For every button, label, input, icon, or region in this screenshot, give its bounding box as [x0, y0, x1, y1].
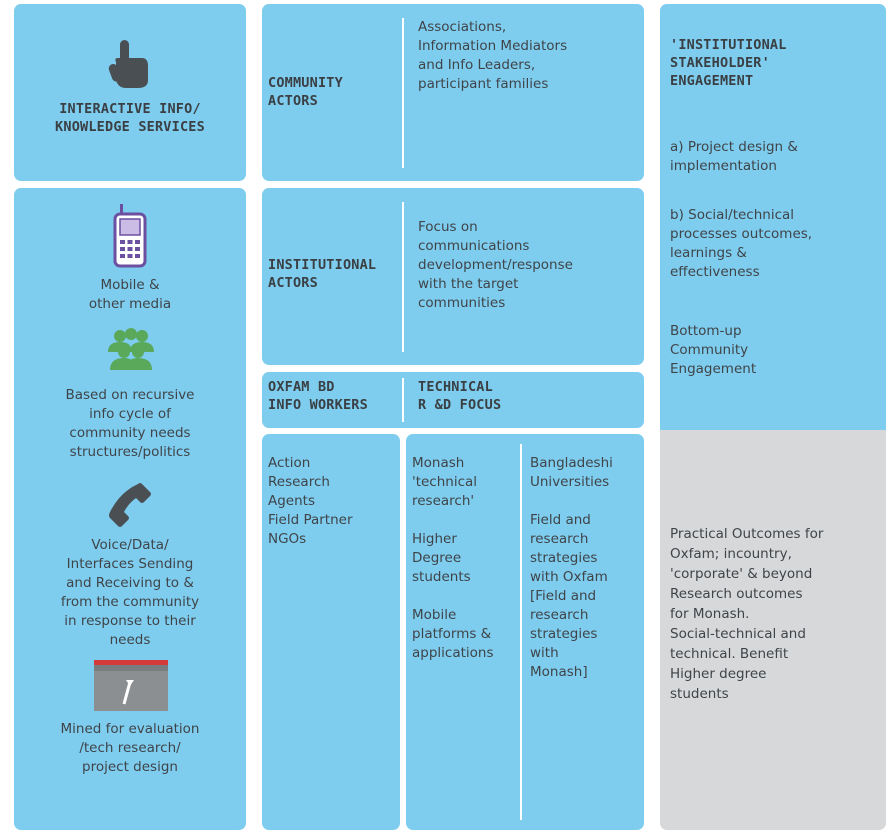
stakeholder-engagement-title: 'INSTITUTIONAL STAKEHOLDER' ENGAGEMENT: [670, 37, 787, 89]
recursive-cycle-label: Based on recursive info cycle of communi…: [65, 387, 195, 460]
mobile-media-label: Mobile & other media: [88, 277, 172, 312]
oxfam-info-workers-title: OXFAM BD INFO WORKERS: [268, 379, 368, 413]
stakeholder-blue-section: [660, 4, 886, 430]
mined-evaluation-label: Mined for evaluation /tech research/ pro…: [60, 721, 200, 775]
panel-community-actors: COMMUNITY ACTORS Associations, Informati…: [262, 4, 644, 181]
community-divider: [402, 18, 404, 168]
bottom-up-engagement: Bottom-up Community Engagement: [670, 323, 757, 377]
monash-research-text: Monash 'technical research' Higher Degre…: [412, 455, 494, 661]
oxfam-divider: [402, 378, 404, 422]
bangladeshi-universities-text: Bangladeshi Universities Field and resea…: [530, 455, 613, 680]
project-design-item: a) Project design & implementation: [670, 139, 798, 174]
toolbox-icon: [92, 660, 170, 712]
social-technical-item: b) Social/technical processes outcomes, …: [670, 207, 813, 280]
institutional-actors-title: INSTITUTIONAL ACTORS: [268, 257, 377, 291]
panel-action-research: Action Research Agents Field Partner NGO…: [262, 434, 400, 830]
panel-oxfam-info-workers: OXFAM BD INFO WORKERS TECHNICAL R &D FOC…: [262, 372, 644, 428]
institutional-actors-text: Focus on communications development/resp…: [418, 219, 573, 311]
telephone-handset-icon: [108, 482, 152, 528]
voice-data-label: Voice/Data/ Interfaces Sending and Recei…: [60, 537, 200, 648]
pointing-hand-icon: [108, 38, 152, 90]
interactive-services-title: INTERACTIVE INFO/ KNOWLEDGE SERVICES: [55, 101, 205, 135]
action-research-text: Action Research Agents Field Partner NGO…: [268, 455, 353, 547]
panel-institutional-actors: INSTITUTIONAL ACTORS Focus on communicat…: [262, 188, 644, 365]
panel-stakeholder-engagement: 'INSTITUTIONAL STAKEHOLDER' ENGAGEMENT a…: [660, 4, 886, 830]
panel-technical-research: Monash 'technical research' Higher Degre…: [406, 434, 644, 830]
panel-media-channels: Mobile & other media Based on recursive …: [14, 188, 246, 830]
technical-focus-title: TECHNICAL R &D FOCUS: [418, 379, 502, 413]
community-actors-text: Associations, Information Mediators and …: [418, 19, 568, 92]
practical-outcomes-text: Practical Outcomes for Oxfam; incountry,…: [670, 526, 824, 702]
community-group-icon: [106, 328, 156, 370]
mobile-phone-icon: [112, 204, 148, 268]
institutional-divider: [402, 202, 404, 352]
community-actors-title: COMMUNITY ACTORS: [268, 75, 343, 109]
panel-interactive-services: INTERACTIVE INFO/ KNOWLEDGE SERVICES: [14, 4, 246, 181]
technical-divider: [520, 444, 522, 820]
